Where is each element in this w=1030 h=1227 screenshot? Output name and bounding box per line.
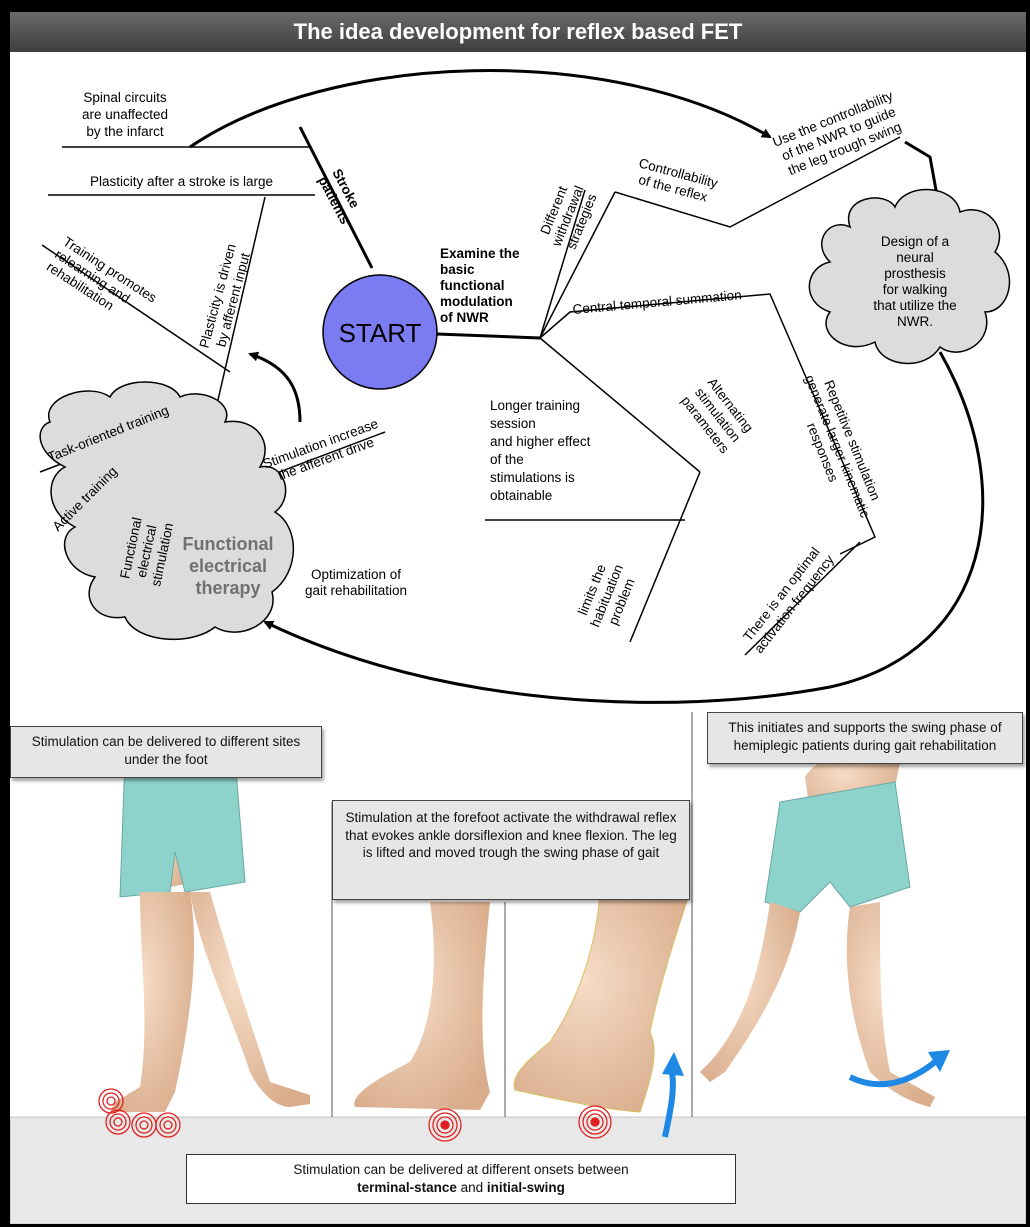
swing-arrow-head — [928, 1050, 950, 1072]
stim-to-plasticity-arrow — [250, 354, 300, 422]
onset-initial-swing: initial-swing — [487, 1180, 565, 1195]
stroke-label: Stroke patients — [315, 166, 367, 226]
habituation-label: limits the habituation problem — [573, 556, 641, 635]
plasticity-large-label: Plasticity after a stroke is large — [90, 174, 273, 189]
onset-line2: terminal-stance and initial-swing — [191, 1179, 731, 1197]
leg-figure-2 — [354, 902, 490, 1110]
examine-label: Examine the basic functional modulation … — [440, 246, 520, 325]
callout-swing: This initiates and supports the swing ph… — [707, 712, 1023, 764]
leg-figure-4 — [700, 751, 935, 1107]
spinal-label: Spinal circuits are unaffected by the in… — [82, 90, 168, 139]
training-label: Training promotes relearning and rehabil… — [44, 234, 160, 331]
figure-panel: The idea development for reflex based FE… — [10, 12, 1026, 1224]
svg-text:of NWR: of NWR — [440, 310, 489, 325]
callout-forefoot: Stimulation at the forefoot activate the… — [332, 800, 690, 900]
svg-text:Functional: Functional — [183, 534, 274, 554]
svg-text:for walking: for walking — [883, 282, 948, 297]
swing-arrow-icon — [850, 1062, 935, 1084]
top-arc-arrow — [190, 71, 770, 147]
optimization-label: Optimization of gait rehabilitation — [305, 567, 407, 598]
svg-text:and higher effect: and higher effect — [490, 434, 591, 449]
use-controllability-label: Use the controllability of the NWR to gu… — [770, 88, 907, 180]
svg-text:neural: neural — [896, 250, 934, 265]
leg-figure-3 — [514, 892, 690, 1112]
onset-terminal-stance: terminal-stance — [357, 1180, 457, 1195]
onset-and: and — [457, 1180, 487, 1195]
svg-text:functional: functional — [440, 278, 505, 293]
start-label: START — [339, 318, 422, 348]
controllability-label: Controllability of the reflex — [633, 155, 720, 206]
svg-text:session: session — [490, 416, 536, 431]
svg-text:Design of a: Design of a — [881, 234, 950, 249]
onset-box: Stimulation can be delivered at differen… — [186, 1154, 736, 1204]
svg-text:of the: of the — [490, 452, 524, 467]
central-label: Central temporal summation — [572, 287, 742, 317]
alternating-label: Alternating stimulation parameters — [678, 373, 757, 456]
stim-increase-label: Stimulation increase the afferent drive — [261, 416, 386, 487]
svg-text:NWR.: NWR. — [897, 314, 933, 329]
svg-text:Examine the: Examine the — [440, 246, 520, 261]
svg-text:therapy: therapy — [195, 578, 260, 598]
repetitive-label: Repetitive stimulation generate larger k… — [787, 367, 888, 526]
optimal-label: There is an optimal activation frequency — [739, 542, 838, 656]
svg-text:are unaffected: are unaffected — [82, 107, 168, 122]
svg-text:Optimization of: Optimization of — [311, 567, 401, 582]
svg-text:gait rehabilitation: gait rehabilitation — [305, 583, 407, 598]
diagram-canvas: START Spinal circuits are unaffected by … — [10, 12, 1026, 1224]
plasticity-driven-label: Plasticity is driven by afferent input — [197, 242, 255, 354]
fet-label: Functional electrical therapy — [183, 534, 274, 598]
svg-text:electrical: electrical — [189, 556, 267, 576]
longer-training-label: Longer training session and higher effec… — [490, 398, 591, 503]
svg-text:obtainable: obtainable — [490, 488, 552, 503]
svg-text:Spinal circuits: Spinal circuits — [83, 90, 167, 105]
onset-line1: Stimulation can be delivered at differen… — [191, 1161, 731, 1179]
callout-sites: Stimulation can be delivered to differen… — [10, 726, 322, 778]
different-label: Different withdrawal strategies — [535, 178, 601, 255]
lift-arrow-head — [662, 1052, 684, 1076]
bottom-arc-arrow — [265, 352, 983, 702]
svg-text:Longer training: Longer training — [490, 398, 580, 413]
svg-text:modulation: modulation — [440, 294, 513, 309]
svg-text:basic: basic — [440, 262, 475, 277]
svg-text:by the infarct: by the infarct — [86, 124, 164, 139]
svg-text:prosthesis: prosthesis — [884, 266, 946, 281]
svg-text:that utilize the: that utilize the — [873, 298, 956, 313]
leg-figure-1 — [110, 757, 310, 1112]
svg-text:stimulations is: stimulations is — [490, 470, 575, 485]
